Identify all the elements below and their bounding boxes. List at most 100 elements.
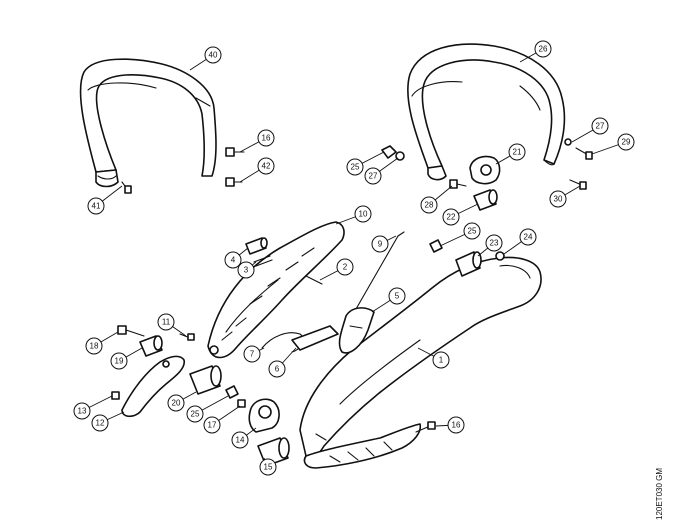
- rubber-mount-19: [139, 335, 163, 357]
- callout-29: 29: [591, 133, 635, 155]
- nut-24: [495, 251, 505, 261]
- callout-number: 2: [343, 263, 348, 272]
- callout-16: 16: [435, 416, 465, 434]
- callout-number: 25: [191, 410, 200, 419]
- callout-number: 24: [524, 233, 533, 242]
- callout-number: 26: [539, 45, 548, 54]
- bolt-41: [121, 181, 132, 194]
- callout-circle: [591, 117, 609, 135]
- callout-22: 22: [442, 203, 479, 226]
- callout-circle: [268, 360, 286, 378]
- callout-number: 20: [172, 399, 181, 408]
- screw-16-top: [225, 147, 245, 157]
- callout-circle: [157, 313, 175, 331]
- callout-circle: [388, 287, 406, 305]
- callout-18: 18: [85, 331, 119, 355]
- callout-circle: [237, 261, 255, 279]
- rubber-mount-22: [473, 189, 498, 211]
- nut-25-top: [381, 145, 397, 159]
- bushing-4: [245, 237, 268, 255]
- bracket-21: [469, 155, 501, 185]
- callout-number: 30: [554, 195, 563, 204]
- nut-25-middle: [429, 239, 443, 253]
- lockout-lever-6: [291, 325, 339, 351]
- callout-10: 10: [335, 205, 372, 225]
- callout-circle: [243, 345, 261, 363]
- callout-number: 7: [250, 350, 255, 359]
- screw-30: [569, 179, 587, 190]
- callout-circle: [420, 196, 438, 214]
- callout-number: 5: [395, 292, 400, 301]
- callout-number: 21: [513, 148, 522, 157]
- callout-circle: [257, 157, 275, 175]
- bracket-14: [248, 398, 280, 433]
- callout-1: 1: [417, 347, 450, 369]
- callout-circle: [91, 414, 109, 432]
- callout-number: 18: [90, 342, 99, 351]
- callout-circle: [224, 251, 242, 269]
- callout-circle: [508, 143, 526, 161]
- callout-circle: [371, 235, 389, 253]
- bracket-12: [121, 355, 186, 418]
- callout-circle: [534, 40, 552, 58]
- callout-27: 27: [364, 157, 399, 185]
- callout-25: 25: [186, 395, 229, 423]
- callout-number: 15: [264, 463, 273, 472]
- nut-25-lower: [225, 385, 239, 399]
- callout-number: 13: [78, 407, 87, 416]
- callout-circle: [354, 205, 372, 223]
- callout-number: 25: [468, 227, 477, 236]
- callout-circle: [85, 337, 103, 355]
- callout-16: 16: [239, 129, 275, 153]
- callout-circle: [257, 129, 275, 147]
- screw-17: [237, 399, 246, 408]
- callout-circle: [346, 158, 364, 176]
- part-handle-bar-right: [407, 43, 566, 181]
- callout-number: 28: [425, 201, 434, 210]
- callout-number: 27: [596, 122, 605, 131]
- callout-number: 16: [452, 421, 461, 430]
- screw-11: [179, 333, 195, 341]
- screw-16-lower: [415, 421, 436, 433]
- callout-28: 28: [420, 185, 453, 214]
- callout-circle: [432, 351, 450, 369]
- callout-circle: [447, 416, 465, 434]
- callout-circle: [364, 167, 382, 185]
- callout-13: 13: [73, 395, 113, 420]
- callout-number: 6: [275, 365, 280, 374]
- callout-25: 25: [346, 151, 385, 176]
- callout-number: 27: [369, 172, 378, 181]
- callout-4: 4: [224, 247, 249, 269]
- callout-circle: [203, 416, 221, 434]
- callout-17: 17: [203, 405, 241, 434]
- callout-circle: [336, 258, 354, 276]
- callout-25: 25: [439, 222, 481, 247]
- callout-circle: [87, 197, 105, 215]
- callout-3: 3: [237, 261, 257, 279]
- screw-13: [111, 391, 120, 400]
- callout-number: 22: [447, 213, 456, 222]
- callout-20: 20: [167, 391, 197, 412]
- callout-number: 1: [439, 356, 444, 365]
- screw-29: [575, 147, 593, 160]
- callout-40: 40: [189, 46, 222, 71]
- callout-6: 6: [268, 347, 297, 378]
- throttle-trigger-5: [338, 307, 375, 354]
- part-grip-cover: [207, 221, 345, 359]
- screw-42: [225, 177, 243, 187]
- callout-circle: [617, 133, 635, 151]
- callout-12: 12: [91, 411, 125, 432]
- callout-7: 7: [243, 345, 265, 363]
- callout-number: 42: [262, 162, 271, 171]
- callout-30: 30: [549, 185, 581, 208]
- callout-number: 29: [622, 138, 631, 147]
- callout-number: 12: [96, 419, 105, 428]
- callout-circle: [485, 234, 503, 252]
- screw-18: [117, 325, 145, 337]
- callout-number: 25: [351, 163, 360, 172]
- callout-circle: [259, 458, 277, 476]
- callout-circle: [204, 46, 222, 64]
- callout-number: 40: [209, 51, 218, 60]
